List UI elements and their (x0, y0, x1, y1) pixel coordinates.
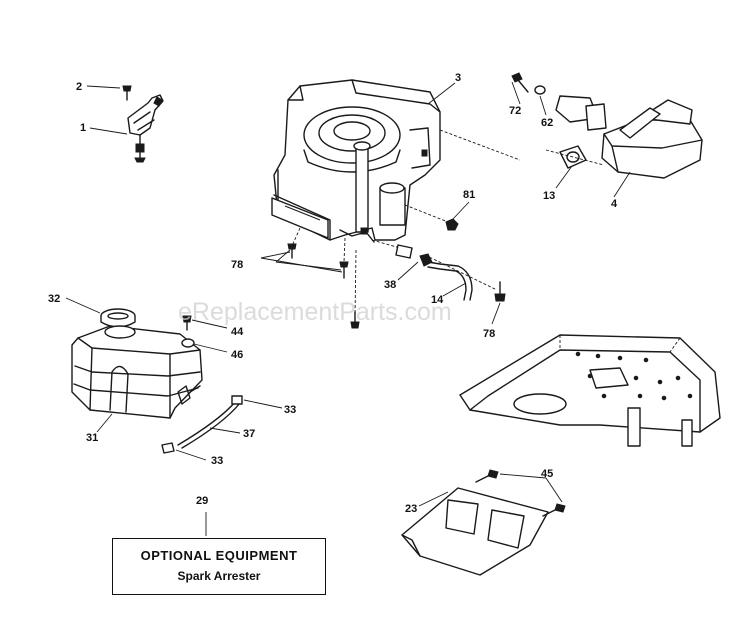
callout-81: 81 (463, 189, 475, 201)
fuel-cap (100, 308, 136, 328)
callout-31: 31 (86, 432, 98, 444)
arrester-bolt-b (542, 503, 566, 517)
muffler (555, 95, 703, 179)
callout-3: 3 (455, 72, 461, 84)
callout-62: 62 (541, 117, 553, 129)
callout-1: 1 (80, 122, 86, 134)
bolt-78-a (287, 243, 297, 259)
bolt-78-b (339, 261, 349, 279)
arrester-bolt-a (475, 469, 499, 483)
callout-37: 37 (243, 428, 255, 440)
lock-washer (534, 85, 546, 95)
watermark: eReplacementParts.com (178, 298, 452, 326)
callout-78-left: 78 (231, 259, 243, 271)
tank-screw (182, 315, 192, 331)
callout-72: 72 (509, 105, 521, 117)
screw-part-2 (122, 85, 132, 101)
callout-38: 38 (384, 279, 396, 291)
bolt-78-c (350, 311, 360, 329)
tank-washer (181, 338, 195, 348)
tank-fuel-line (161, 395, 243, 454)
callout-29: 29 (196, 495, 208, 507)
optional-equipment-box: OPTIONAL EQUIPMENT Spark Arrester (112, 538, 326, 595)
engine (271, 79, 441, 243)
fuel-tank (71, 325, 203, 419)
nut-81 (445, 218, 459, 231)
spark-arrester (401, 487, 549, 576)
callout-14: 14 (431, 294, 444, 306)
callout-4: 4 (611, 198, 618, 210)
callout-46: 46 (231, 349, 243, 361)
callout-45: 45 (541, 468, 553, 480)
callout-33-top: 33 (284, 404, 296, 416)
bolt-78-d (494, 281, 506, 302)
spark-arrester-label: Spark Arrester (177, 569, 261, 583)
throttle-bracket (127, 94, 164, 163)
callout-2: 2 (76, 81, 82, 93)
callout-44: 44 (231, 326, 244, 338)
callout-leaders (65, 81, 631, 536)
callout-23: 23 (405, 503, 417, 515)
fuel-line-fitting (395, 244, 473, 301)
callout-32: 32 (48, 293, 60, 305)
optional-equipment-title: OPTIONAL EQUIPMENT (140, 548, 298, 563)
callout-13: 13 (543, 190, 555, 202)
mounting-deck (459, 334, 721, 447)
muffler-bolt (511, 72, 529, 93)
callout-33-bottom: 33 (211, 455, 223, 467)
callout-78-right: 78 (483, 328, 495, 340)
deck-holes (575, 351, 693, 401)
